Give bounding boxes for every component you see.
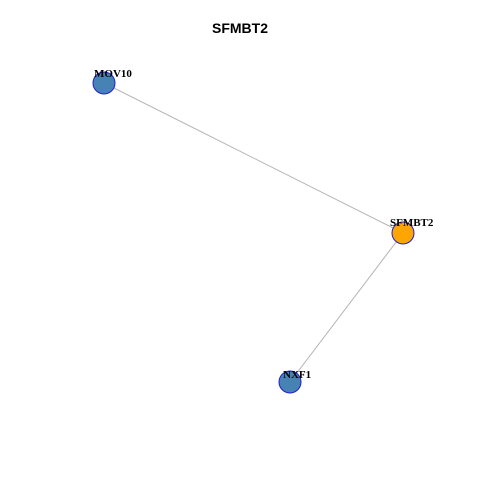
node-sfmbt2 (391, 221, 415, 245)
node-label-sfmbt2: SFMBT2 (390, 217, 434, 229)
node-label-nxf1: NXF1 (283, 369, 311, 381)
node-label-mov10: MOV10 (94, 68, 132, 80)
edge-sfmbt2-nxf1 (289, 232, 404, 383)
edge-mov10-sfmbt2 (103, 82, 404, 234)
node-mov10 (92, 71, 116, 95)
plot-title: SFMBT2 (212, 20, 268, 36)
nodes-layer (92, 71, 415, 394)
edges-layer (103, 82, 404, 383)
node-nxf1 (278, 370, 302, 394)
